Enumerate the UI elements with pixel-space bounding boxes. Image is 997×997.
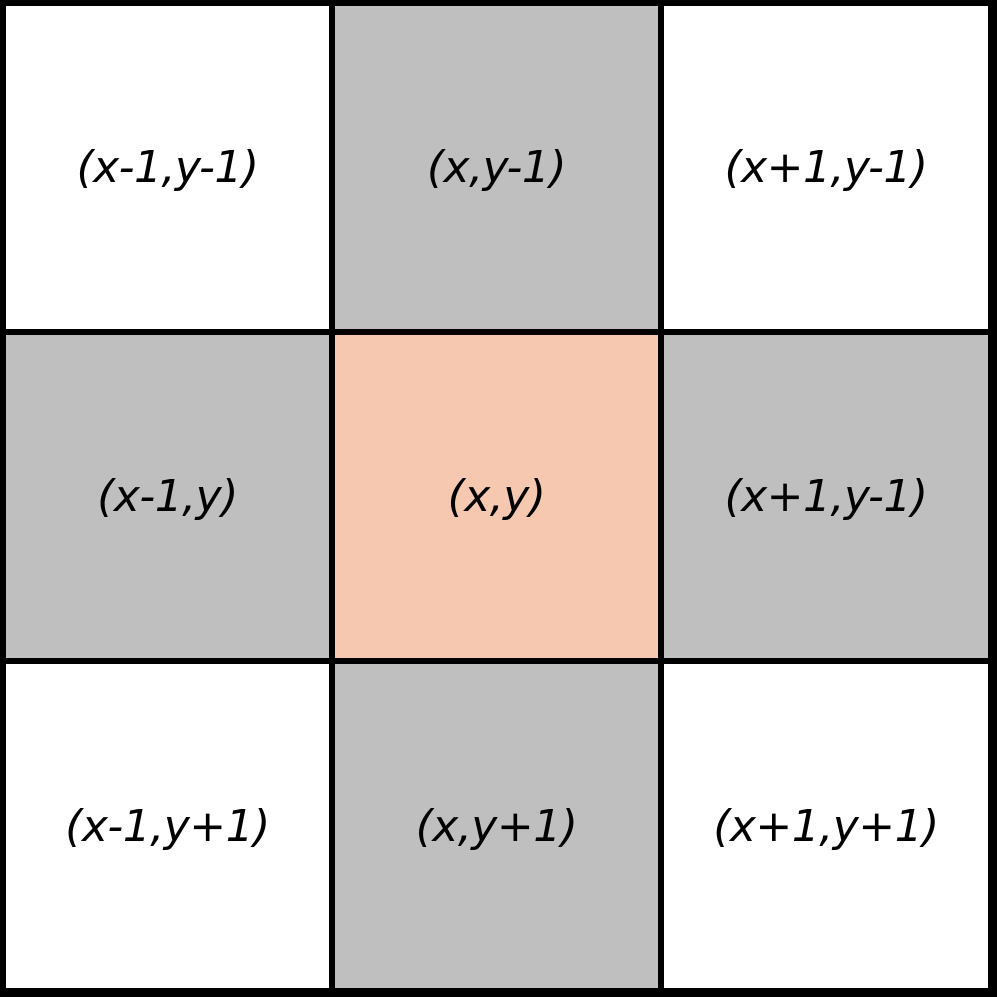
cell-label: (x,y) bbox=[447, 471, 546, 522]
cell-bottom-center: (x,y+1) bbox=[335, 664, 658, 988]
cell-label: (x,y-1) bbox=[426, 142, 567, 193]
cell-label: (x-1,y) bbox=[97, 471, 238, 522]
cell-top-left: (x-1,y-1) bbox=[6, 6, 329, 329]
cell-bottom-left: (x-1,y+1) bbox=[6, 664, 329, 988]
cell-label: (x+1,y-1) bbox=[724, 142, 928, 193]
cell-label: (x-1,y-1) bbox=[76, 142, 259, 193]
cell-middle-right: (x+1,y-1) bbox=[664, 335, 988, 658]
cell-bottom-right: (x+1,y+1) bbox=[664, 664, 988, 988]
cell-middle-left: (x-1,y) bbox=[6, 335, 329, 658]
cell-label: (x+1,y-1) bbox=[724, 471, 928, 522]
cell-label: (x,y+1) bbox=[415, 800, 578, 852]
cell-top-right: (x+1,y-1) bbox=[664, 6, 988, 329]
cell-center: (x,y) bbox=[335, 335, 658, 658]
cell-label: (x+1,y+1) bbox=[713, 800, 939, 852]
cell-top-center: (x,y-1) bbox=[335, 6, 658, 329]
cell-label: (x-1,y+1) bbox=[65, 800, 270, 852]
